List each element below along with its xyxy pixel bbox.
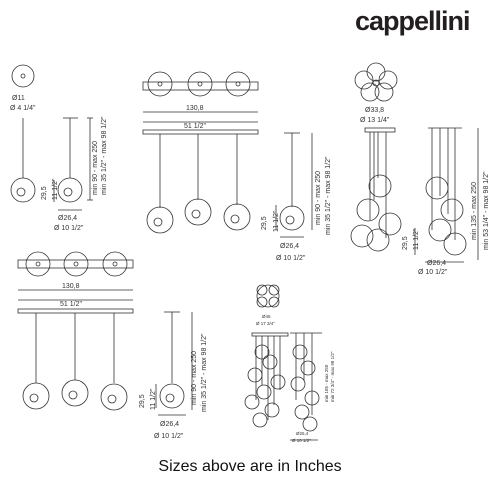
dim-d264-d: Ø26,4	[160, 421, 179, 428]
dim-d264-c: Ø26,4	[427, 260, 446, 267]
dim-drop-in-b: min 35 1/2" - max 98 1/2"	[325, 156, 332, 235]
dim-h295-d: 29,5	[139, 394, 146, 408]
dim-h295-in-b: 11 1/2"	[273, 210, 280, 232]
dim-h295-c: 29,5	[402, 236, 409, 250]
dim-drop-cm-a: min 90 - max 250	[92, 141, 99, 195]
dim-d45-in: Ø 17 3/4"	[256, 321, 275, 326]
dim-drop-cm-d: min 90 - max 250	[191, 351, 198, 405]
dim-d264-e: Ø26,4	[296, 431, 309, 436]
dim-w1308-in-a: 51 1/2"	[184, 123, 206, 130]
dim-drop-cm-b: min 90 - max 250	[315, 171, 322, 225]
dim-d264-in-d: Ø 10 1/2"	[154, 433, 184, 440]
dim-h295-in-a: 11 1/2"	[52, 178, 59, 200]
dim-d264-in-b: Ø 10 1/2"	[276, 255, 306, 262]
dim-drop-in-d: min 35 1/2" - max 98 1/2"	[201, 333, 208, 412]
dim-d264-b: Ø26,4	[280, 243, 299, 250]
three-pendant-bar-top	[142, 71, 313, 238]
dim-drop-in-a: min 35 1/2" - max 98 1/2"	[101, 116, 108, 195]
dim-drop185-cm: min 185 - max 250	[324, 364, 329, 402]
dim-d264-in-e: Ø 10 1/2"	[292, 438, 311, 443]
dim-w1308-in-b: 51 1/2"	[60, 301, 82, 308]
single-pendant-top-left	[10, 64, 93, 211]
dim-drop185-in: min 72 3/4" - max 98 1/2"	[330, 351, 335, 402]
dim-d11: Ø11	[12, 95, 25, 102]
dim-d338-in: Ø 13 1/4"	[360, 117, 390, 124]
dim-d264-in-a: Ø 10 1/2"	[54, 225, 84, 232]
dim-h295-b: 29,5	[261, 216, 268, 230]
dim-h295-in-d: 11 1/2"	[150, 388, 157, 410]
three-pendant-bar-bottom	[17, 251, 193, 416]
dim-d45: Ø45	[262, 314, 271, 319]
caption: Sizes above are in Inches	[158, 458, 342, 475]
dim-d11-in: Ø 4 1/4"	[10, 105, 36, 112]
dim-d264-in-c: Ø 10 1/2"	[418, 269, 448, 276]
dim-w1308-b: 130,8	[62, 283, 80, 290]
cluster-pendant-top-right	[350, 62, 479, 263]
dim-w1308-a: 130,8	[186, 105, 204, 112]
dim-d264-a: Ø26,4	[58, 215, 77, 222]
brand-logo: cappellini	[355, 6, 471, 36]
dim-drop135-cm: min 135 - max 250	[471, 182, 478, 240]
large-cluster-bottom	[244, 284, 322, 441]
dim-h295-in-c: 11 1/2"	[413, 228, 420, 250]
dim-h295-a: 29,5	[41, 186, 48, 200]
dim-d338: Ø33,8	[365, 107, 384, 114]
dim-drop135-in: min 53 1/4" - max 98 1/2"	[483, 171, 490, 250]
